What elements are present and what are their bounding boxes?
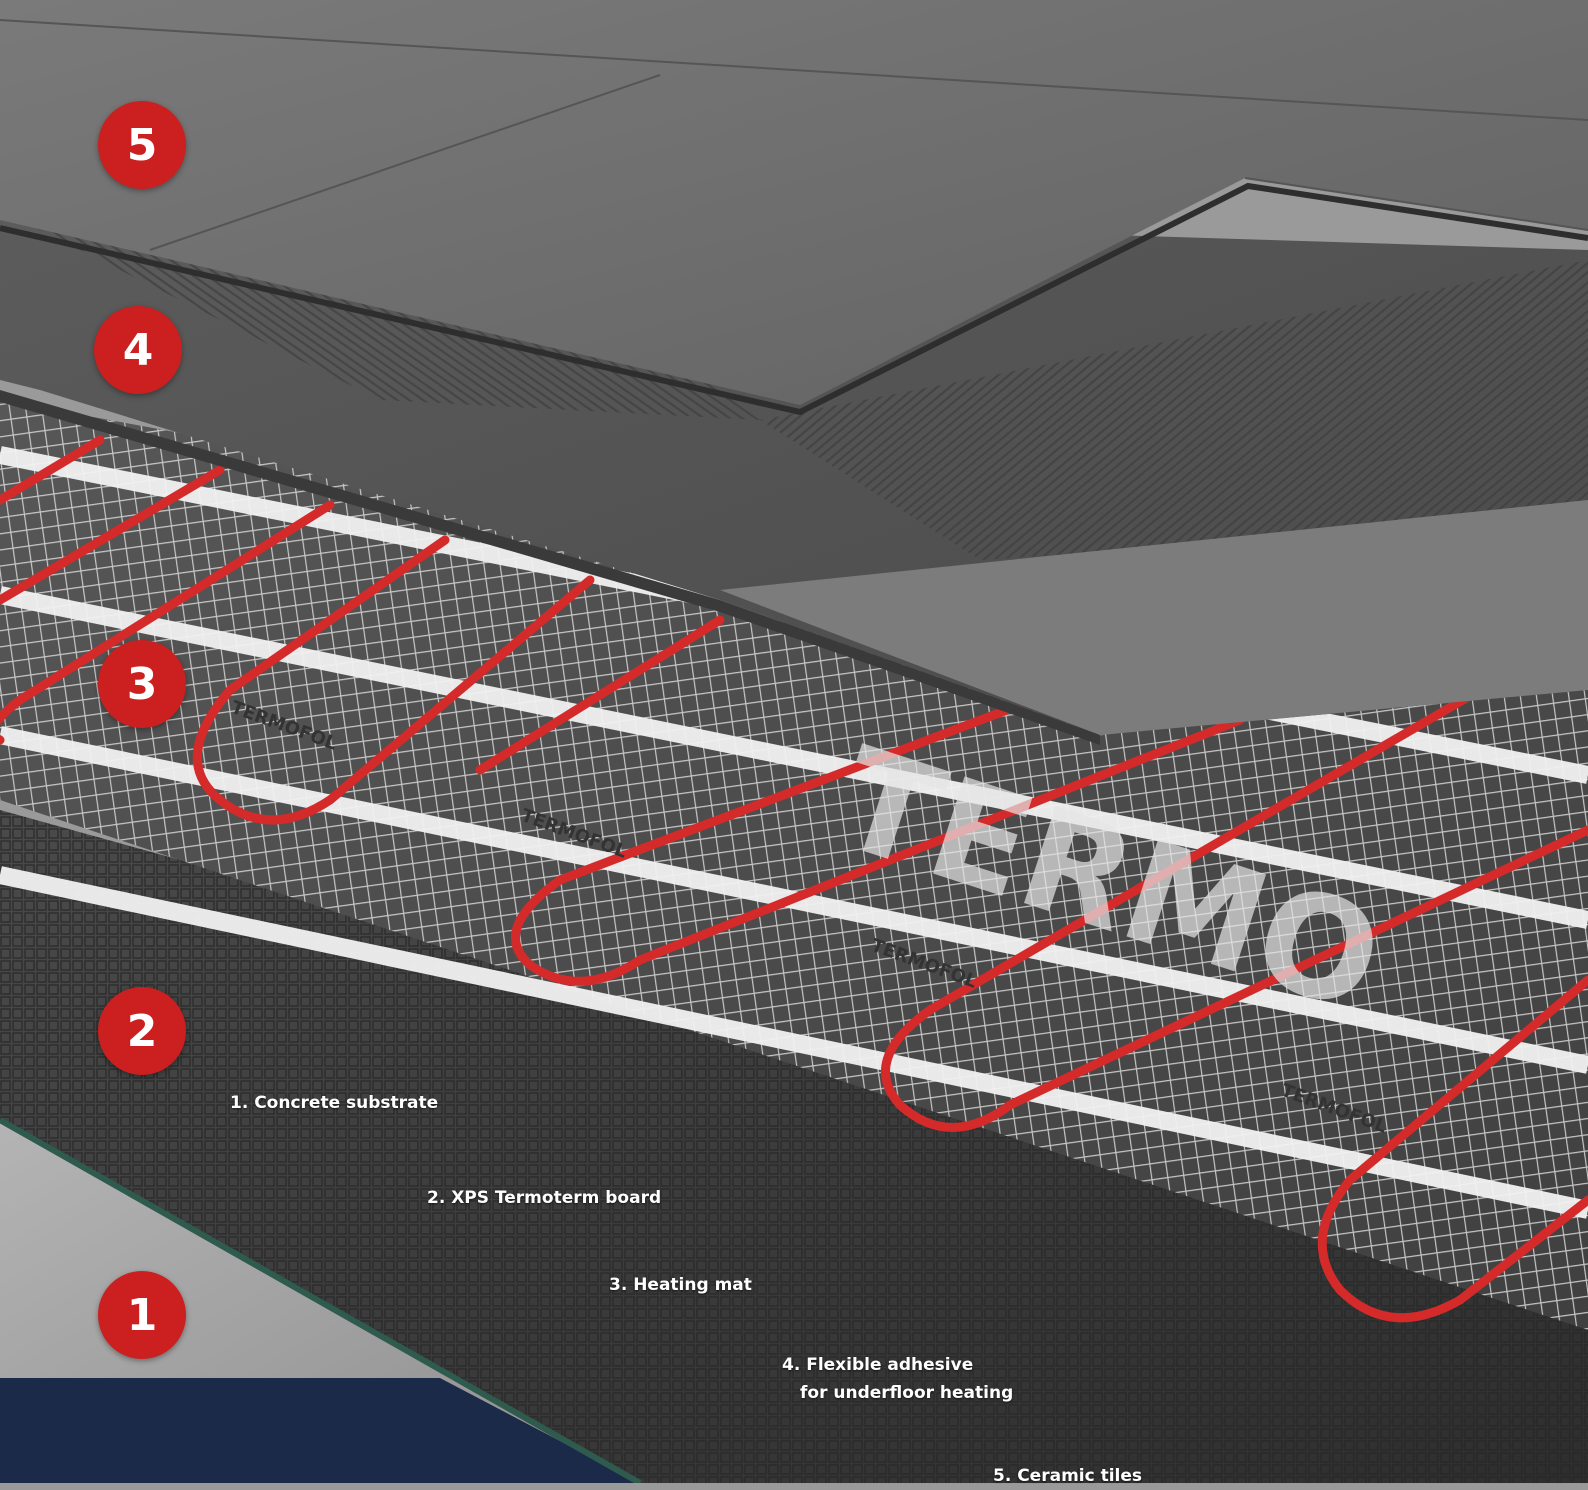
legend-heating-mat: 3. Heating mat (609, 1271, 752, 1299)
adhesive-trowel-b (760, 260, 1588, 560)
legend-xps: 2. XPS Termoterm board (427, 1184, 661, 1212)
legend-adhesive-label-line2: for underfloor heating (800, 1383, 1014, 1403)
xps-board-texture (0, 810, 1588, 1483)
legend-adhesive: 4. Flexible adhesive for underfloor heat… (782, 1351, 1013, 1407)
badge-3: 3 (98, 640, 186, 728)
badge-1: 1 (98, 1271, 186, 1359)
ceramic-tile-layer (0, 0, 1588, 405)
badge-4: 4 (94, 306, 182, 394)
tile-edge (0, 182, 1588, 416)
legend-adhesive-label: 4. Flexible adhesive (782, 1355, 974, 1375)
legend-heating-mat-label: 3. Heating mat (609, 1275, 752, 1295)
xps-edge (0, 1117, 642, 1483)
legend-concrete-label: 1. Concrete substrate (230, 1093, 439, 1113)
badge-2: 2 (98, 987, 186, 1075)
badge-5: 5 (98, 101, 186, 189)
ceramic-tile-loose (720, 500, 1588, 735)
adhesive-edge (0, 390, 1100, 745)
legend-concrete: 1. Concrete substrate (230, 1089, 438, 1117)
legend-xps-label: 2. XPS Termoterm board (427, 1188, 662, 1208)
heating-cable (0, 435, 1588, 1323)
legend-tiles: 5. Ceramic tiles (993, 1462, 1142, 1490)
navy-band (0, 1378, 640, 1483)
tile-joints (0, 19, 1588, 251)
legend-tiles-label: 5. Ceramic tiles (993, 1466, 1143, 1486)
